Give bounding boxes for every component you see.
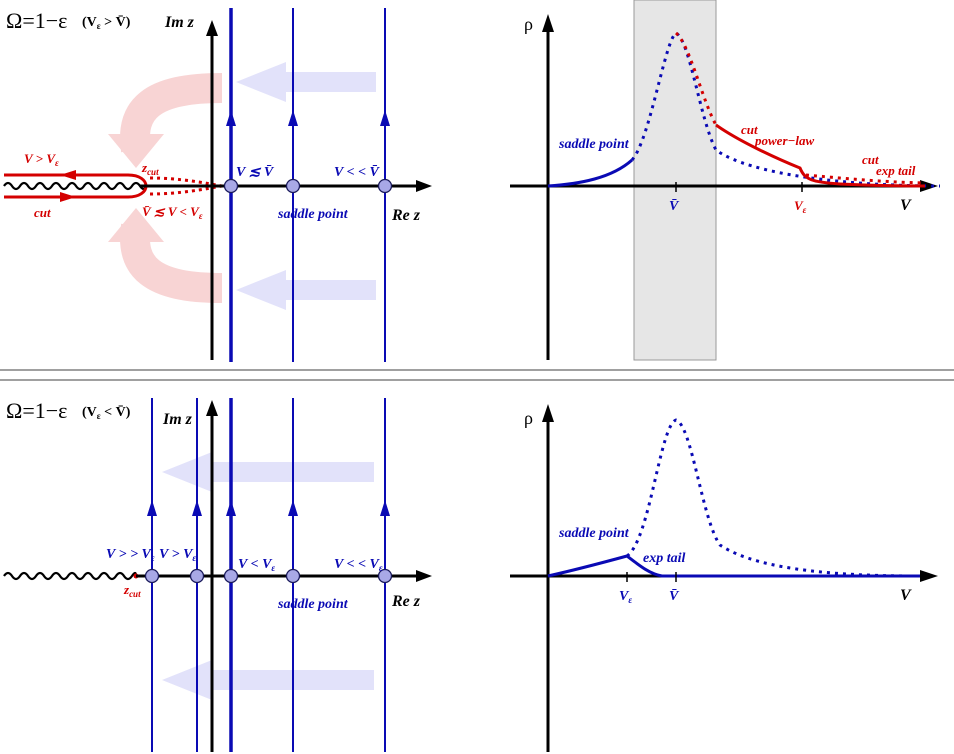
bottom-tick-vbar-label: V̄ bbox=[669, 589, 680, 604]
top-rho-blue-solid bbox=[547, 158, 634, 188]
top-tick-veps-label: Vε bbox=[794, 198, 807, 215]
bottom-node-1 bbox=[144, 568, 160, 584]
top-z-plane: Ω=1−ε (Vε > V̄) Im z Re z V > Vε zcut cu… bbox=[3, 8, 432, 362]
bottom-re-label: Re z bbox=[391, 593, 421, 610]
top-rho-cut-1: cut bbox=[741, 122, 758, 137]
bottom-rho-plot: ρ saddle point exp tail Vε V̄ V bbox=[510, 404, 938, 752]
bottom-lavender-arrow-lower bbox=[162, 660, 374, 700]
bottom-imag-axis-arrow bbox=[206, 400, 218, 416]
bottom-contour-2-arrow bbox=[192, 500, 202, 516]
top-lavender-arrow-upper bbox=[236, 62, 376, 102]
bottom-tick-veps-label: Vε bbox=[619, 589, 632, 605]
top-v-axis-arrow bbox=[920, 180, 938, 192]
bottom-heading-main: Ω=1−ε bbox=[6, 398, 67, 423]
top-lavender-arrow-lower bbox=[236, 270, 376, 310]
top-z-cut: zcut bbox=[141, 160, 159, 177]
top-red-arrow-upper bbox=[60, 170, 76, 180]
top-pink-arrowhead-upper bbox=[108, 134, 164, 168]
top-imag-axis-arrow bbox=[206, 20, 218, 36]
bottom-v-axis-label: V bbox=[900, 587, 912, 604]
bottom-rho-blue-dotted bbox=[625, 418, 921, 578]
top-v-lesssim-vbar: V ≲ V̄ bbox=[236, 165, 275, 180]
bottom-contour-4-arrow bbox=[288, 500, 298, 516]
top-v-gt-veps: V > Vε bbox=[24, 151, 59, 168]
bottom-v-lt-veps: V < Vε bbox=[238, 557, 275, 573]
top-rho-axis-arrow bbox=[542, 14, 554, 32]
bottom-real-axis-arrow bbox=[416, 570, 432, 582]
bottom-im-label: Im z bbox=[162, 411, 193, 428]
top-rho-power-law: power−law bbox=[754, 133, 814, 148]
top-rho-cut-2: cut bbox=[862, 152, 879, 167]
top-heading-cond: (Vε > V̄) bbox=[82, 15, 131, 31]
top-branch-cut bbox=[3, 181, 148, 191]
top-contour-3-arrow bbox=[380, 110, 390, 126]
bottom-node-3 bbox=[223, 568, 239, 584]
top-heading-main: Ω=1−ε bbox=[6, 8, 67, 33]
top-rho-blue-dotted bbox=[630, 31, 941, 188]
top-rho-saddle-point: saddle point bbox=[558, 137, 630, 152]
bottom-node-4 bbox=[285, 568, 301, 584]
bottom-saddle-point: saddle point bbox=[277, 597, 349, 612]
bottom-v-gg-veps: V > > Vε bbox=[106, 547, 155, 563]
top-rho-label: ρ bbox=[524, 14, 533, 34]
bottom-rho-saddle-point: saddle point bbox=[558, 526, 630, 541]
top-rho-red-exptail bbox=[805, 173, 926, 185]
top-cut-label: cut bbox=[34, 205, 51, 220]
top-node-2 bbox=[285, 178, 301, 194]
bottom-rho-label: ρ bbox=[524, 408, 533, 428]
top-red-dotted bbox=[149, 176, 223, 196]
top-real-axis-arrow bbox=[416, 180, 432, 192]
top-node-1 bbox=[223, 178, 239, 194]
bottom-z-cut: zcut bbox=[123, 582, 141, 599]
top-re-label: Re z bbox=[391, 207, 421, 224]
top-v-ll-vbar: V < < V̄ bbox=[334, 165, 381, 180]
top-im-label: Im z bbox=[164, 14, 195, 31]
top-contour-1-arrow bbox=[226, 110, 236, 126]
top-vbar-range: V̄ ≲ V < Vε bbox=[142, 204, 203, 221]
bottom-rho-blue-solid bbox=[547, 554, 920, 578]
top-pink-arrowhead-lower bbox=[108, 208, 164, 242]
bottom-v-ll-veps: V < < Vε bbox=[334, 557, 383, 573]
bottom-v-axis-arrow bbox=[920, 570, 938, 582]
top-rho-exp-tail: exp tail bbox=[876, 163, 916, 178]
bottom-z-plane: Ω=1−ε (Vε < V̄) Im z Re z V > > Vε V > V… bbox=[3, 398, 432, 752]
top-node-3 bbox=[377, 178, 393, 194]
bottom-contour-3-arrow bbox=[226, 500, 236, 516]
top-saddle-point: saddle point bbox=[277, 207, 349, 222]
bottom-heading-cond: (Vε < V̄) bbox=[82, 405, 131, 421]
top-rho-red-dotted-peak bbox=[674, 31, 718, 126]
bottom-rho-exp-tail: exp tail bbox=[643, 551, 685, 566]
top-red-arrow-lower bbox=[60, 192, 76, 202]
top-rho-plot: ρ saddle point cut power−law cut exp tai… bbox=[510, 0, 941, 361]
top-rho-red-powerlaw bbox=[715, 123, 926, 188]
bottom-v-gt-veps: V > Vε bbox=[159, 547, 196, 563]
bottom-node-2 bbox=[189, 568, 205, 584]
top-v-axis-label: V bbox=[900, 197, 912, 214]
bottom-node-5 bbox=[377, 568, 393, 584]
top-tick-vbar-label: V̄ bbox=[669, 199, 680, 214]
bottom-branch-cut bbox=[3, 571, 138, 581]
top-contour-2-arrow bbox=[288, 110, 298, 126]
bottom-contour-1-arrow bbox=[147, 500, 157, 516]
bottom-rho-axis-arrow bbox=[542, 404, 554, 422]
top-gray-band bbox=[633, 0, 717, 361]
bottom-contour-5-arrow bbox=[380, 500, 390, 516]
bottom-lavender-arrow-upper bbox=[162, 452, 374, 492]
